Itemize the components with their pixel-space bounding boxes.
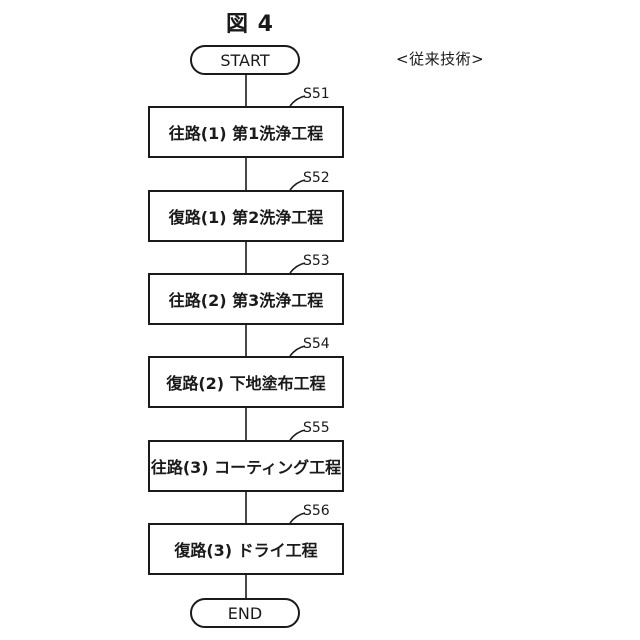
- step-label-s53: S53: [303, 253, 330, 269]
- process-step-s56: 復路(3) ドライ工程: [148, 523, 344, 575]
- end-terminal: END: [190, 598, 300, 628]
- process-step-s55: 往路(3) コーティング工程: [148, 440, 344, 492]
- process-step-s52: 復路(1) 第2洗浄工程: [148, 190, 344, 242]
- process-step-s51: 往路(1) 第1洗浄工程: [148, 106, 344, 158]
- start-terminal: START: [190, 45, 300, 75]
- step-label-s51: S51: [303, 86, 330, 102]
- process-step-s54: 復路(2) 下地塗布工程: [148, 356, 344, 408]
- step-label-s55: S55: [303, 420, 330, 436]
- step-label-s54: S54: [303, 336, 330, 352]
- process-step-s53: 往路(2) 第3洗浄工程: [148, 273, 344, 325]
- step-label-s56: S56: [303, 503, 330, 519]
- step-label-s52: S52: [303, 170, 330, 186]
